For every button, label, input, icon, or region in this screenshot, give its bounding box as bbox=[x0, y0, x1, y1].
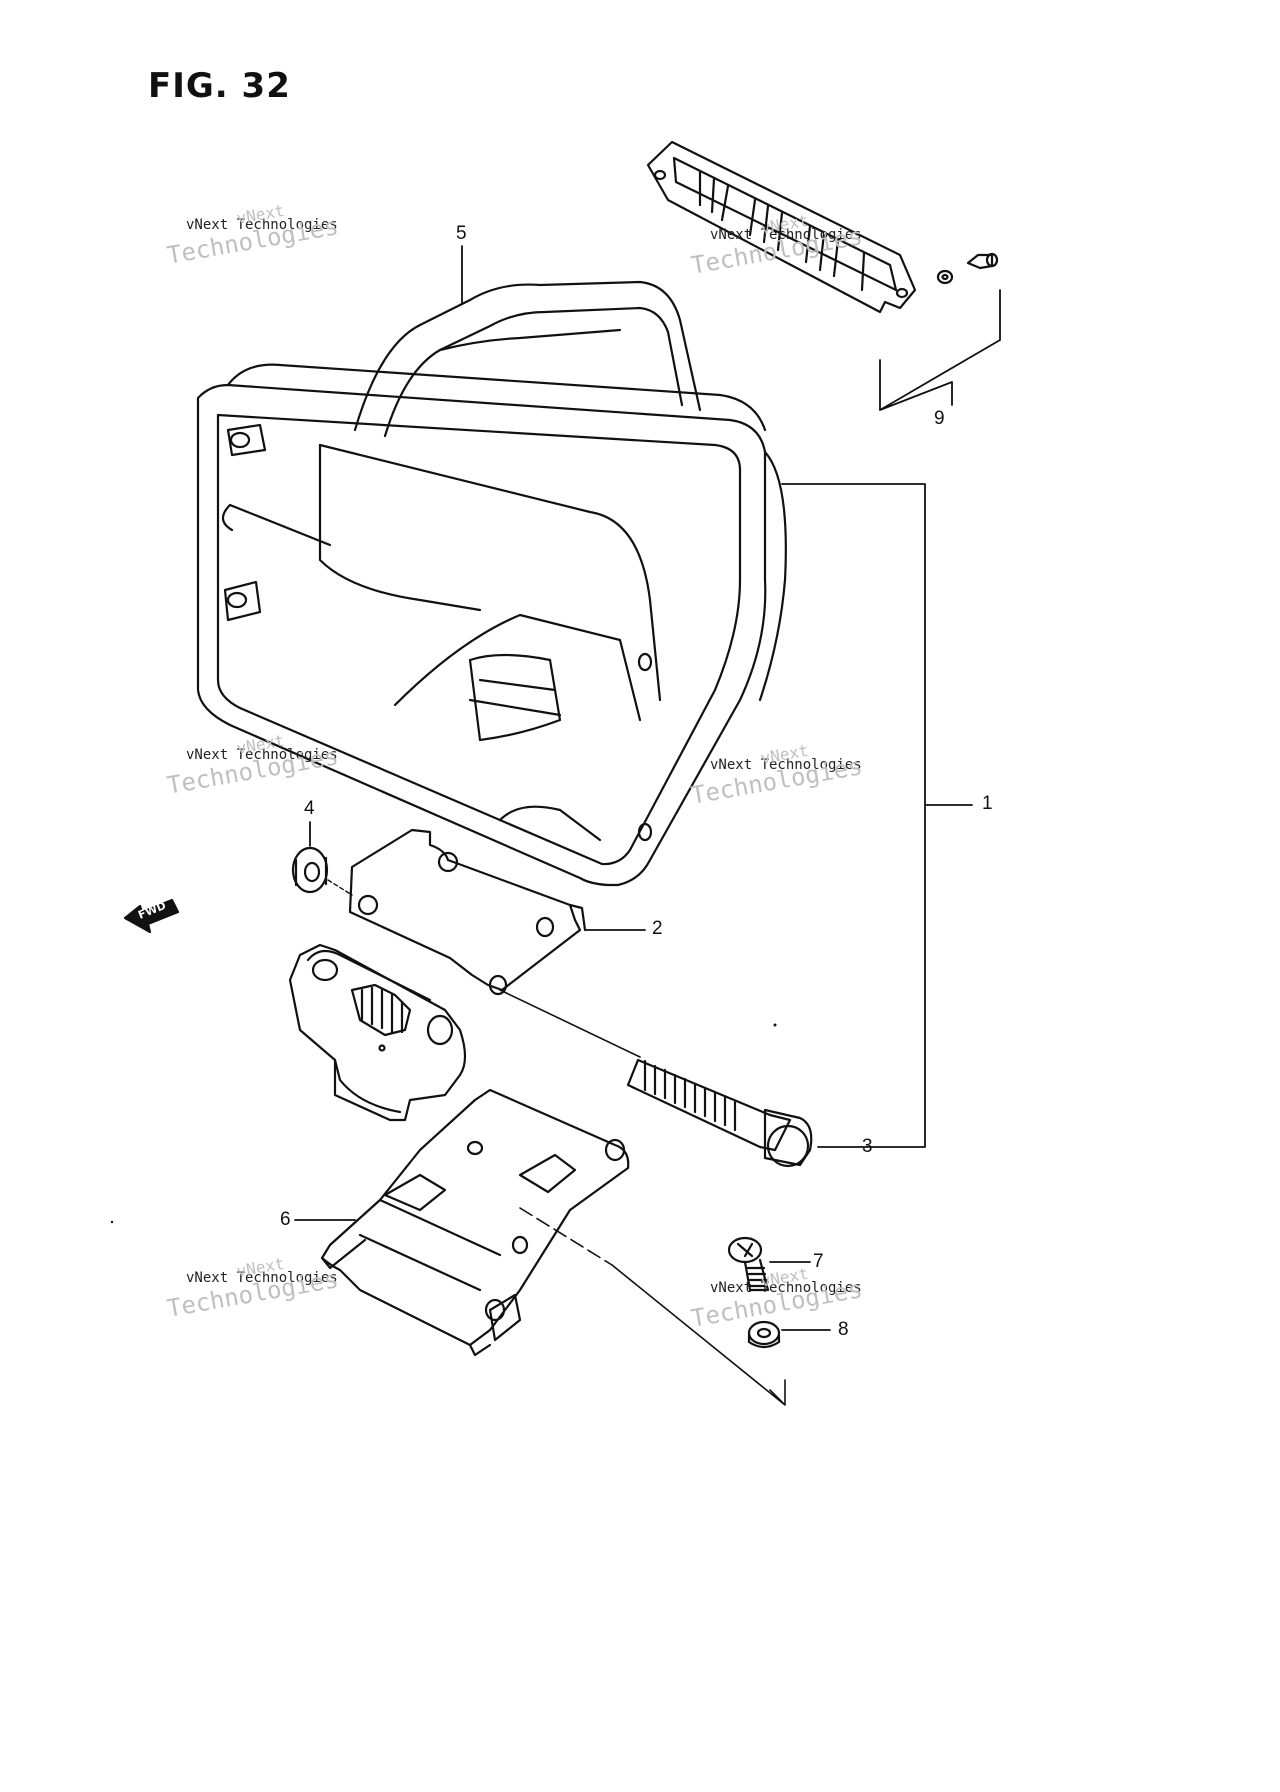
headlight-housing bbox=[196, 280, 787, 887]
screw bbox=[727, 1236, 770, 1292]
forward-arrow-icon: FWD bbox=[123, 898, 180, 934]
callout-2: 2 bbox=[652, 918, 663, 939]
leader-lines-9 bbox=[879, 289, 1001, 411]
callout-9: 9 bbox=[934, 408, 945, 429]
headlight-bracket bbox=[348, 828, 587, 996]
adjuster-spring-assembly bbox=[288, 943, 467, 1122]
callout-6: 6 bbox=[280, 1209, 291, 1230]
leader-lines-7-8 bbox=[519, 1207, 786, 1406]
adjusting-bolt bbox=[499, 989, 813, 1168]
figure-title: FIG. 32 bbox=[148, 66, 291, 106]
nut-axis bbox=[327, 879, 353, 896]
callout-7: 7 bbox=[813, 1251, 824, 1272]
headlight-guard-grille bbox=[646, 140, 999, 314]
callout-8: 8 bbox=[838, 1319, 849, 1340]
callout-3: 3 bbox=[862, 1136, 873, 1157]
headlight-mount-bracket bbox=[320, 1088, 630, 1357]
callout-4: 4 bbox=[304, 798, 315, 819]
callout-1: 1 bbox=[982, 793, 993, 814]
nut bbox=[291, 846, 329, 894]
leader-lines-1 bbox=[781, 483, 973, 1148]
callout-5: 5 bbox=[456, 223, 467, 244]
washer bbox=[747, 1320, 781, 1349]
